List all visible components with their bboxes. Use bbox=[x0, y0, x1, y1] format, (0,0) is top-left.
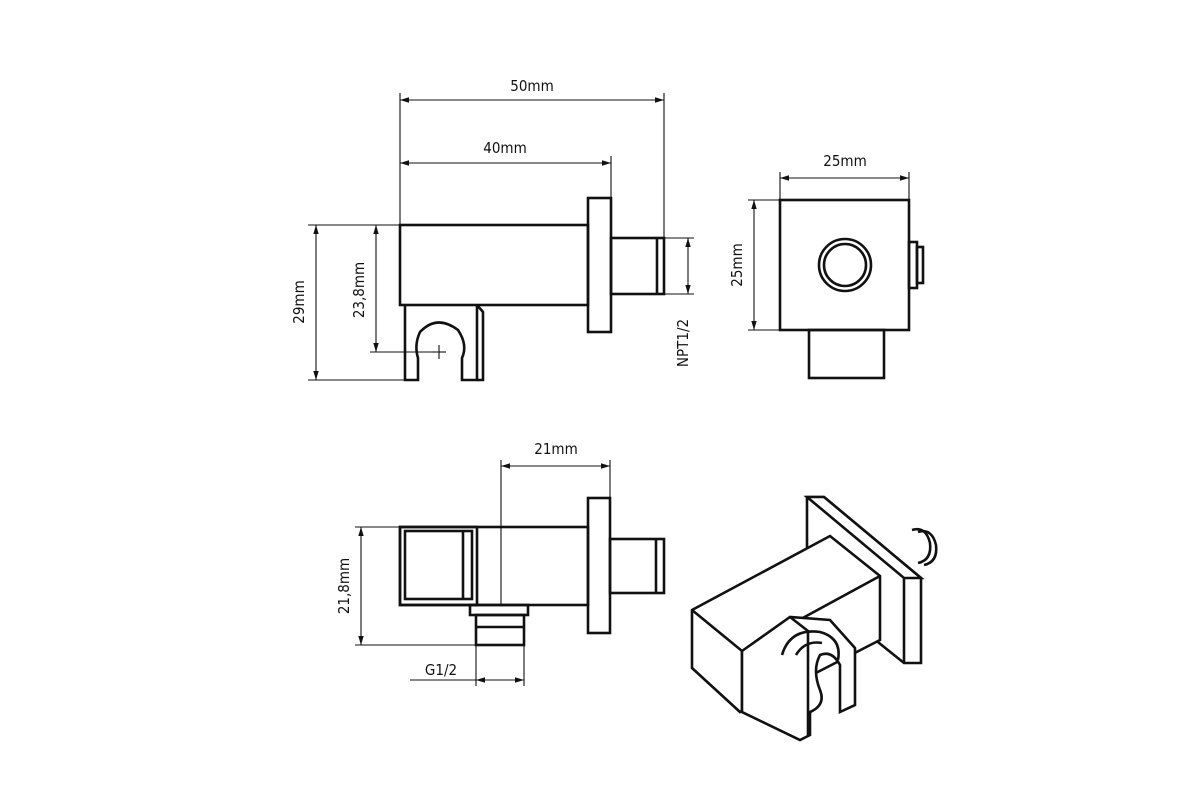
outlet-rect bbox=[609, 236, 666, 296]
bottom-view: 21mm 21,8mm G1/2 bbox=[335, 440, 666, 686]
outlet-circle-inner bbox=[822, 242, 868, 288]
dim-21-8mm: 21,8mm bbox=[335, 558, 353, 614]
isometric-view bbox=[690, 495, 938, 742]
side-view: 50mm 40mm 29mm 23,8mm NPT1/2 bbox=[290, 77, 694, 382]
front-view: 25mm 25mm bbox=[728, 152, 925, 380]
bottom-inlet bbox=[807, 328, 886, 380]
inlet-nut bbox=[474, 613, 526, 647]
front-square bbox=[778, 198, 911, 332]
flange-rect bbox=[586, 196, 613, 334]
dim-npt: NPT1/2 bbox=[674, 319, 692, 367]
dim-29mm: 29mm bbox=[290, 280, 308, 323]
dim-50mm: 50mm bbox=[510, 77, 553, 95]
dim-40mm: 40mm bbox=[483, 139, 526, 157]
dim-21mm: 21mm bbox=[534, 440, 577, 458]
dim-23-8mm: 23,8mm bbox=[350, 262, 368, 318]
outlet-circle-outer bbox=[817, 237, 873, 293]
holder-outline bbox=[403, 305, 479, 382]
body-rect bbox=[398, 223, 590, 307]
dim-25mm-width: 25mm bbox=[823, 152, 866, 170]
bottom-body bbox=[398, 525, 590, 607]
dim-25mm-height: 25mm bbox=[728, 243, 746, 286]
dim-g-thread: G1/2 bbox=[425, 661, 457, 679]
